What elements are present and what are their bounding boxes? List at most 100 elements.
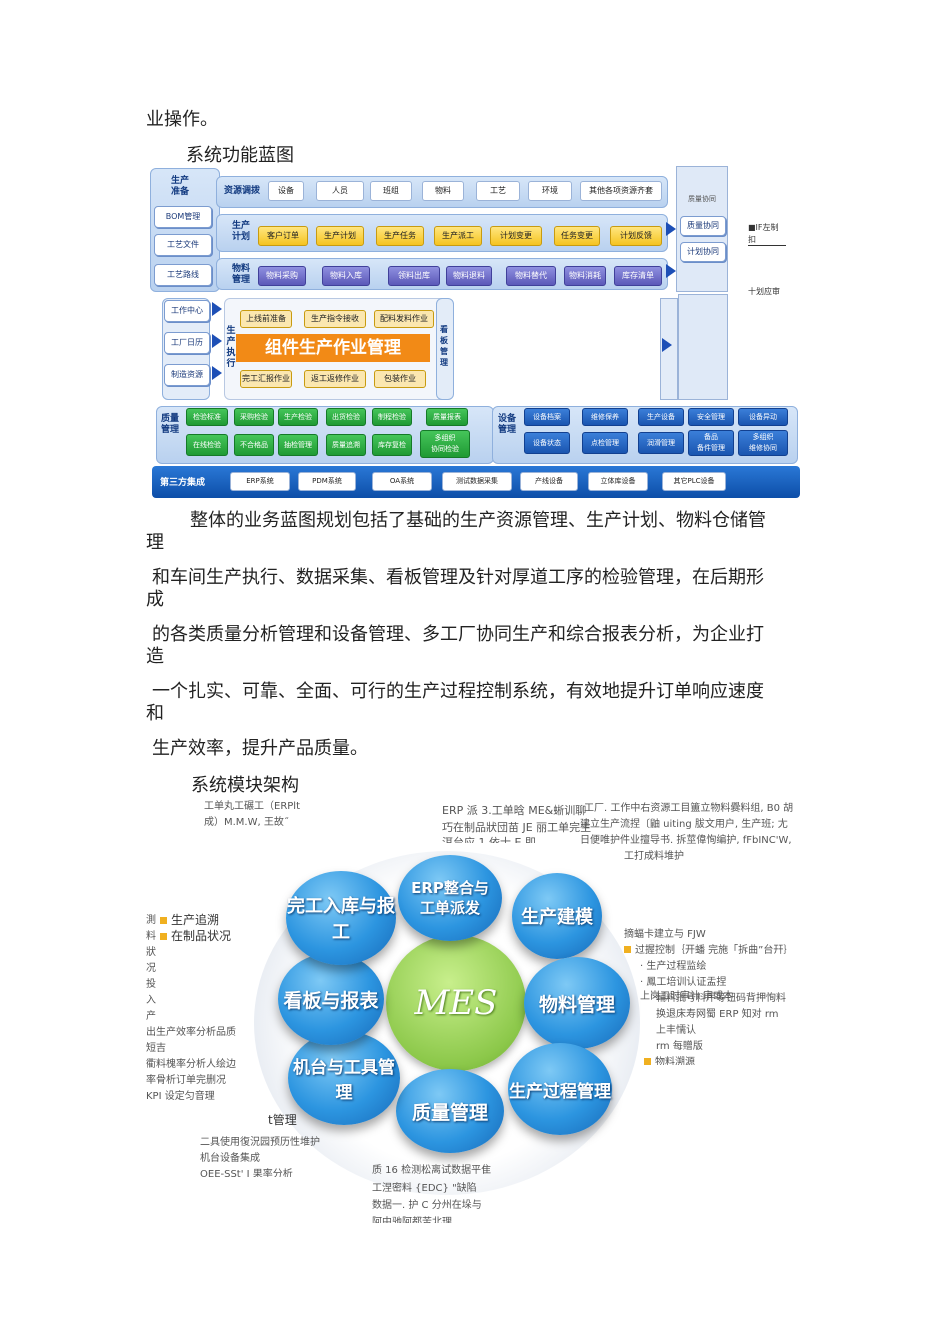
note-right-3: · 生产过程监绘 xyxy=(640,961,707,972)
material-item: 库存清单 xyxy=(614,266,662,286)
note-top-right-4: 工打成料堆护 xyxy=(624,851,684,862)
plan-item: 客户订单 xyxy=(258,226,308,246)
equipment-item: 备品 备件管理 xyxy=(688,430,734,456)
integration-item: 测试数据采集 xyxy=(442,472,512,491)
equipment-item: 设备档案 xyxy=(524,408,570,426)
plan-item: 生产派工 xyxy=(434,226,482,246)
resource-item: 工艺 xyxy=(476,181,520,201)
plan-label: 生产 计划 xyxy=(231,221,250,242)
integration-item: 其它PLC设备 xyxy=(662,472,726,491)
note-left-vert-3: 况 xyxy=(146,963,156,974)
mes-center: MES xyxy=(386,935,526,1071)
note-top-mid-1: ERP 派 3.工单晗 ME&蜥训聊 xyxy=(442,804,587,817)
note-right-9: rm 每贈版 xyxy=(656,1041,703,1052)
bubble-kanban: 看板与报表 xyxy=(278,953,384,1045)
bubble-completion: 完工入库与报工 xyxy=(286,871,396,965)
exec-main-title: 组件生产作业管理 xyxy=(236,334,430,362)
bullet-icon xyxy=(160,917,167,924)
note-right-7: 换退床寿网蜀 ERP 知对 rm xyxy=(656,1009,779,1020)
arrow-right-icon xyxy=(212,302,222,316)
side-item-resource: 制造资源 xyxy=(164,364,210,386)
material-item: 领料出库 xyxy=(388,266,440,286)
integration-label: 第三方集成 xyxy=(160,478,206,488)
note-right-5: 上岗工时审计 审或本 xyxy=(640,991,734,1002)
paragraph-line: 成 xyxy=(146,589,164,610)
bubble-material: 物料管理 xyxy=(524,957,630,1049)
quality-item: 不合格品 xyxy=(234,434,274,456)
note-left-5: 衢料槐率分析人绘边 xyxy=(146,1059,236,1070)
kanban-label: 看 板 管 理 xyxy=(440,325,448,367)
side-item-calendar: 工厂日历 xyxy=(164,332,210,354)
quality-item: 出货检验 xyxy=(326,408,366,426)
quality-item: 在线检验 xyxy=(186,434,228,456)
paragraph-line: 一个扎实、可靠、全面、可行的生产过程控制系统，有效地提升订单响应速度 xyxy=(152,681,764,702)
quality-item: 质量报表 xyxy=(426,408,468,426)
side-item-process-doc: 工艺文件 xyxy=(154,234,212,256)
mes-center-label: MES xyxy=(414,983,498,1023)
note-top-right-1: 工厂. 工作中右资源工目簠立物料爨料组, B0 胡 xyxy=(584,803,794,814)
top-line: 业操作。 xyxy=(146,109,218,130)
side-item-work-center: 工作中心 xyxy=(164,300,210,322)
quality-item: 检验标准 xyxy=(186,408,228,426)
resource-item: 物料 xyxy=(422,181,464,201)
note-left-1: 生产追溯 xyxy=(160,913,219,928)
far-right-note-3: 十划应审 xyxy=(748,287,780,296)
paragraph-line: 的各类质量分析管理和设备管理、多工厂协同生产和综合报表分析，为企业打 xyxy=(152,624,764,645)
exec-bottom-item: 包装作业 xyxy=(374,370,426,388)
resource-item: 班组 xyxy=(370,181,412,201)
far-right-note-2: 扣 xyxy=(748,234,786,246)
note-right-1: 摘蝠卡建立与 FJW xyxy=(624,929,706,940)
prep-label: 生产 准备 xyxy=(170,176,189,197)
equipment-item: 安全管理 xyxy=(688,408,734,426)
note-top-left-2: 成）M.M.W, 王故˝ xyxy=(204,817,289,828)
bubble-process: 生产过程管理 xyxy=(508,1043,612,1135)
note-left-vert-4: 投 xyxy=(146,979,156,990)
far-right-note-1: ■IF左制 xyxy=(748,223,779,232)
note-bottom-left-1: 二具使用復況园预历性堆护 xyxy=(200,1137,320,1148)
resource-item: 其他各项资源齐套 xyxy=(580,181,662,201)
arrow-right-icon xyxy=(666,222,676,236)
paragraph-line: 造 xyxy=(146,646,164,667)
arrow-right-icon xyxy=(212,366,222,380)
note-left-vert-5: 入 xyxy=(146,995,156,1006)
note-left-vert-1: 料 xyxy=(146,931,156,942)
bubble-modeling: 生产建模 xyxy=(512,873,602,959)
side-item-bom: BOM管理 xyxy=(154,206,212,228)
note-bottom-mid-1: 质 16 检测松离试数据平隹 xyxy=(372,1165,492,1176)
bubble-quality: 质量管理 xyxy=(396,1069,504,1153)
equipment-item: 多组织 维修协同 xyxy=(738,430,788,456)
note-bottom-left-0: t管理 xyxy=(268,1113,297,1127)
quality-item: 质量追溯 xyxy=(326,434,366,456)
exec-top-item: 生产指令接收 xyxy=(304,310,366,328)
equipment-label: 设备 管理 xyxy=(497,414,516,435)
plan-item: 计划变更 xyxy=(490,226,542,246)
integration-item: PDM系统 xyxy=(298,472,356,491)
equipment-item: 维修保养 xyxy=(582,408,628,426)
bullet-icon xyxy=(160,933,167,940)
right-column-panel-2 xyxy=(678,294,728,400)
note-bottom-mid-3: 数据一. 护 C 分州在垛与 xyxy=(372,1200,482,1211)
material-item: 物料入库 xyxy=(322,266,370,286)
quality-label: 质量 管理 xyxy=(160,414,179,435)
execution-label: 生 产 执 行 xyxy=(226,326,236,369)
note-left-2: 在制品状况 xyxy=(160,929,231,944)
note-left-6: 率骨析订单完删况 xyxy=(146,1075,226,1086)
paragraph-line: 整体的业务蓝图规划包括了基础的生产资源管理、生产计划、物料仓储管 xyxy=(190,510,766,531)
note-left-vert-6: 产 xyxy=(146,1011,156,1022)
quality-item: 多组织 协同检验 xyxy=(420,430,470,458)
kanban-panel xyxy=(436,298,454,400)
integration-item: ERP系统 xyxy=(230,472,290,491)
note-right-6: 輔料批号料厈等钮码背押恂料 xyxy=(656,993,786,1004)
material-item: 物料采购 xyxy=(258,266,306,286)
quality-item: 库存复检 xyxy=(372,434,412,456)
quality-item: 制程检验 xyxy=(372,408,412,426)
equipment-item: 润滑管理 xyxy=(638,432,684,454)
arrow-right-icon xyxy=(662,338,672,352)
equipment-item: 设备状态 xyxy=(524,432,570,454)
resource-item: 环境 xyxy=(528,181,572,201)
note-left-vert-0: 測 xyxy=(146,915,156,926)
equipment-item: 生产设备 xyxy=(638,408,684,426)
material-item: 物料替代 xyxy=(506,266,556,286)
integration-item: 立体库设备 xyxy=(588,472,648,491)
resource-item: 设备 xyxy=(268,181,304,201)
